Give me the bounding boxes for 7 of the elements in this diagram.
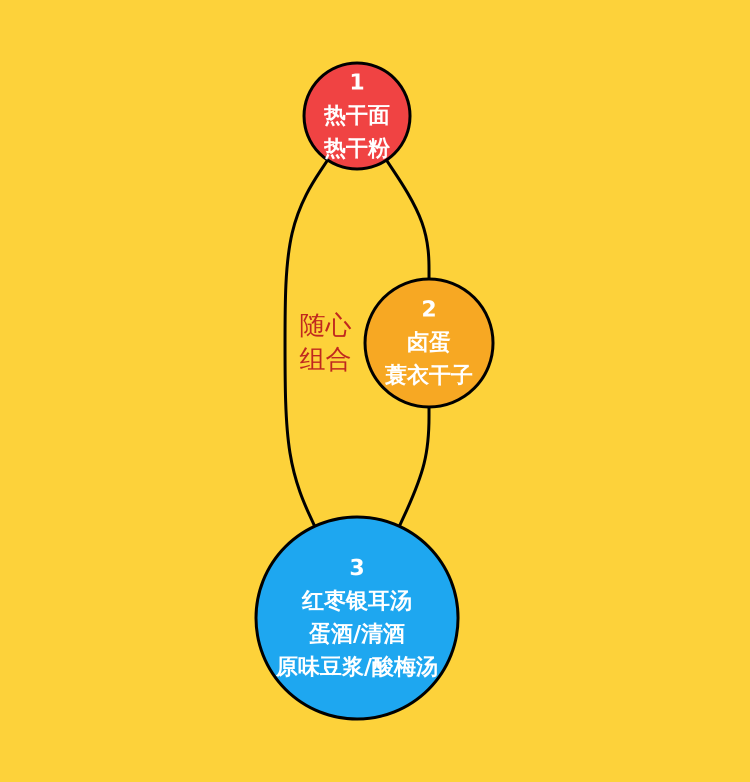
connector xyxy=(386,159,431,279)
node-circle: 3 红枣银耳汤 蛋酒/清酒 原味豆浆/酸梅汤 xyxy=(254,515,460,720)
connector xyxy=(284,159,330,527)
connector xyxy=(398,406,431,527)
center-text: 随心组合 xyxy=(298,310,352,377)
node-circle: 2 卤蛋 蓑衣干子 xyxy=(364,277,495,408)
node-circle: 1 热干面 热干粉 xyxy=(303,61,412,170)
